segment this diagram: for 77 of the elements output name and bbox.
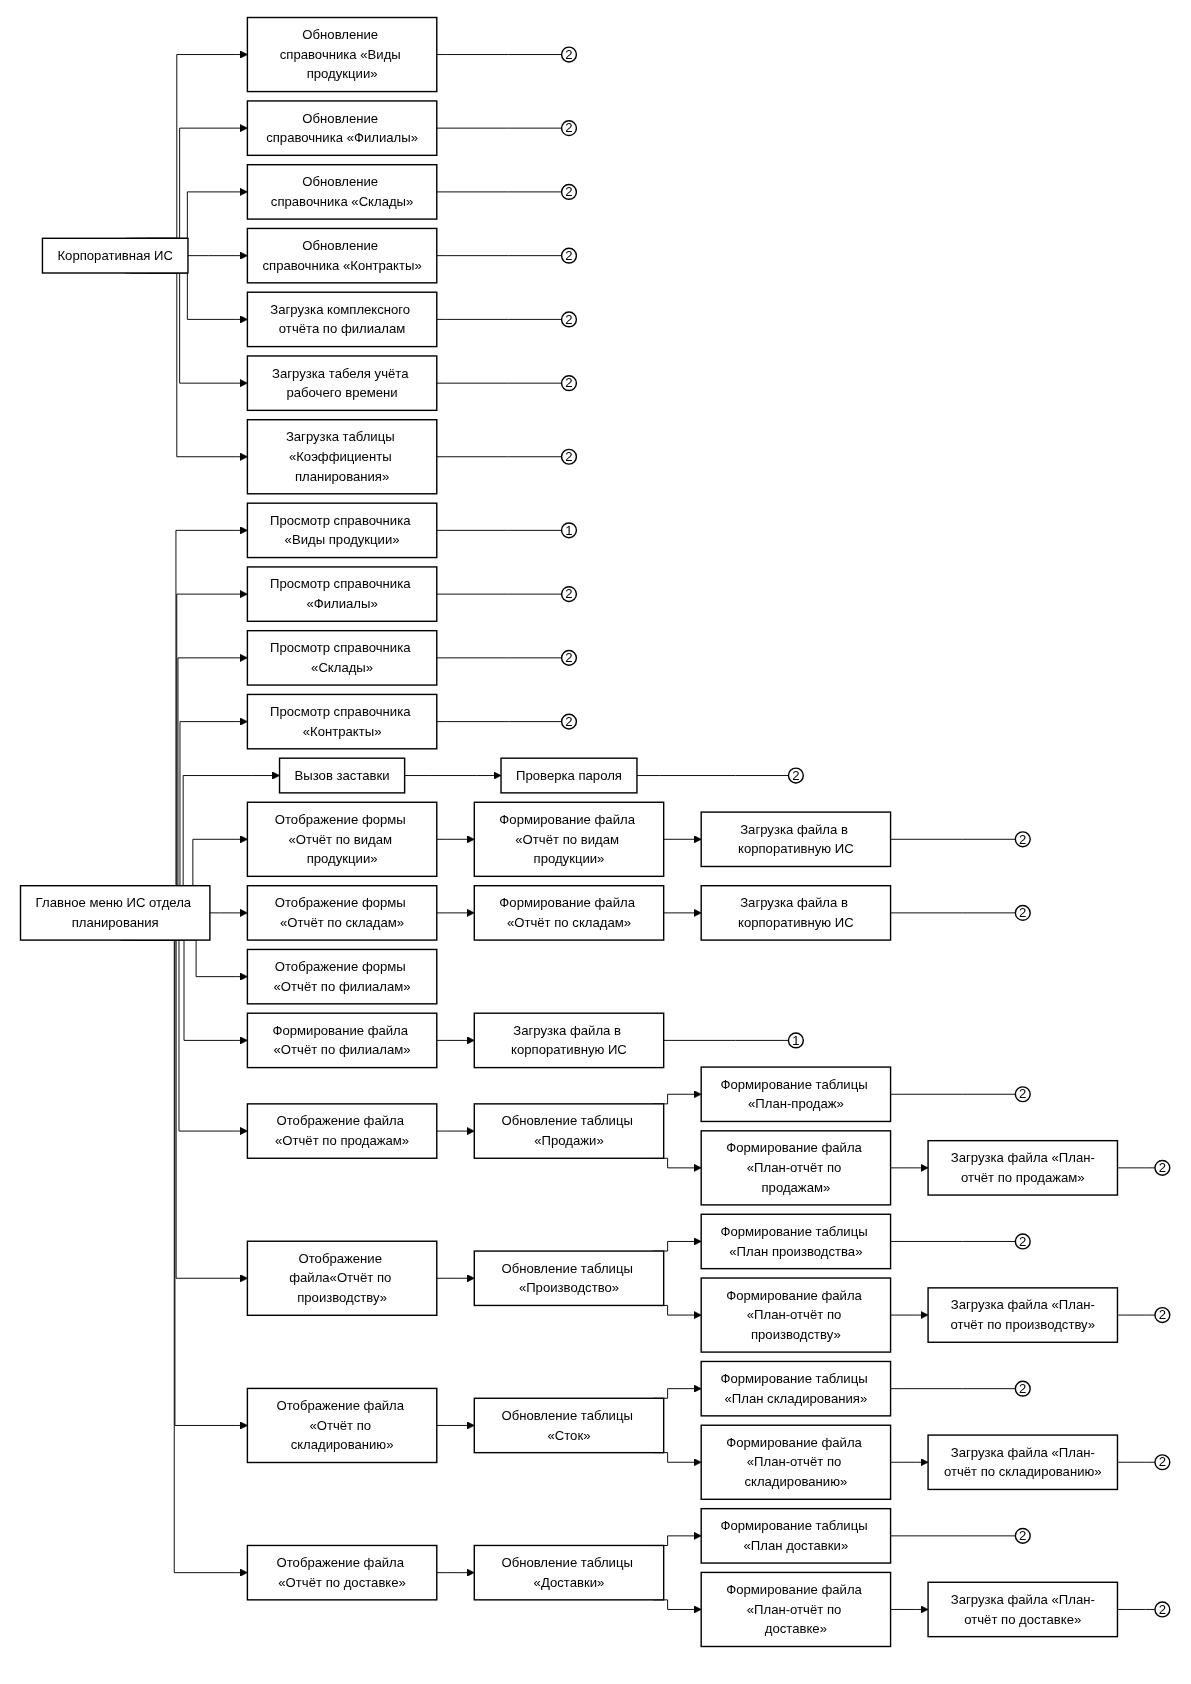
node-box: Формирование таблицы «План складирования»: [700, 1360, 892, 1417]
node-box: Формирование файла «Отчёт по филиалам»: [247, 1012, 438, 1069]
node-box: Формирование таблицы «План-продаж»: [700, 1066, 892, 1123]
node-box: Загрузка файла «План-отчёт по продажам»: [927, 1139, 1119, 1196]
node-box: Загрузка файла в корпоративную ИС: [473, 1012, 665, 1069]
connector: [1117, 1609, 1156, 1610]
connector: [1117, 1167, 1156, 1169]
node-circle: 2: [561, 120, 578, 137]
node-circle: 2: [561, 247, 578, 264]
node-box: Формирование файла «План-отчёт по доставке»: [700, 1571, 892, 1648]
node-box: Отображение формы «Отчёт по филиалам»: [247, 948, 438, 1005]
node-circle: 2: [561, 183, 578, 200]
node-box: Загрузка таблицы «Коэффициенты планирования»: [247, 419, 438, 495]
node-box: Проверка пароля: [500, 757, 638, 794]
connector: [890, 1535, 1017, 1537]
node-circle: 1: [561, 522, 578, 539]
node-circle: 2: [1015, 904, 1032, 921]
node-circle: 2: [1015, 1233, 1032, 1250]
node-circle: 2: [788, 767, 805, 784]
node-box: Формирование файла «Отчёт по видам продукции»: [473, 801, 665, 878]
node-box: Обновление справочника «Филиалы»: [247, 100, 438, 157]
node-box: Формирование таблицы «План доставки»: [700, 1507, 892, 1564]
node-box: Отображение формы «Отчёт по складам»: [247, 885, 438, 941]
node-circle: 2: [561, 586, 578, 603]
node-box: Формирование файла «План-отчёт по производству»: [700, 1277, 892, 1353]
node-box: Отображение файла «Отчёт по продажам»: [247, 1103, 438, 1159]
node-circle: 2: [561, 448, 578, 465]
node-box: Загрузка комплексного отчёта по филиалам: [247, 291, 438, 348]
node-circle: 2: [561, 46, 578, 63]
node-box: Обновление справочника «Склады»: [247, 164, 438, 220]
node-box: Загрузка файла «План-отчёт по производству»: [927, 1287, 1119, 1343]
node-box: Отображение формы «Отчёт по видам продукции»: [247, 801, 438, 878]
node-box: Главное меню ИС отдела планирования: [20, 885, 211, 941]
node-box: Загрузка файла «План-отчёт по доставке»: [927, 1581, 1119, 1638]
node-circle: 2: [1154, 1454, 1171, 1471]
node-box: Обновление справочника «Виды продукции»: [247, 16, 438, 93]
node-box: Формирование таблицы «План производства»: [700, 1213, 892, 1270]
node-box: Обновление таблицы «Доставки»: [473, 1544, 665, 1601]
node-box: Просмотр справочника «Склады»: [247, 629, 438, 686]
node-box: Формирование файла «План-отчёт по продажам»: [700, 1130, 892, 1206]
node-box: Загрузка табеля учёта рабочего времени: [247, 355, 438, 412]
node-box: Обновление таблицы «Сток»: [473, 1397, 665, 1454]
node-circle: 2: [1154, 1159, 1171, 1176]
connector: [890, 912, 1017, 914]
node-box: Обновление таблицы «Продажи»: [473, 1103, 665, 1159]
node-box: Обновление справочника «Контракты»: [247, 227, 438, 284]
node-circle: 2: [1015, 831, 1032, 848]
connector: [1117, 1461, 1156, 1463]
node-box: Отображение файла«Отчёт по производству»: [247, 1240, 438, 1316]
node-circle: 2: [1154, 1601, 1171, 1618]
node-box: Просмотр справочника «Филиалы»: [247, 566, 438, 622]
node-box: Вызов заставки: [279, 757, 406, 794]
node-circle: 1: [788, 1032, 805, 1049]
node-box: Отображение файла «Отчёт по доставке»: [247, 1544, 438, 1601]
node-circle: 2: [561, 713, 578, 730]
node-box: Формирование файла «План-отчёт по складированию»: [700, 1424, 892, 1500]
node-circle: 2: [1154, 1306, 1171, 1324]
connector: [1117, 1314, 1156, 1316]
connector: [890, 1241, 1017, 1242]
node-circle: 2: [1015, 1086, 1032, 1103]
connector: [890, 838, 1017, 840]
node-box: Обновление таблицы «Производство»: [473, 1250, 665, 1307]
node-circle: 2: [561, 649, 578, 666]
node-box: Отображение файла «Отчёт по складированию»: [247, 1387, 438, 1464]
node-box: Просмотр справочника «Контракты»: [247, 693, 438, 750]
node-box: Загрузка файла в корпоративную ИС: [700, 885, 892, 941]
node-box: Корпоративная ИС: [42, 237, 189, 274]
node-box: Загрузка файла в корпоративную ИС: [700, 811, 892, 868]
connector: [890, 1093, 1017, 1095]
node-box: Загрузка файла «План-отчёт по складированию»: [927, 1434, 1119, 1491]
node-box: Формирование файла «Отчёт по складам»: [473, 885, 665, 941]
connector: [890, 1388, 1017, 1390]
node-circle: 2: [561, 311, 578, 328]
node-circle: 2: [1015, 1527, 1032, 1544]
node-circle: 2: [1015, 1380, 1032, 1397]
node-circle: 2: [561, 375, 578, 392]
node-box: Просмотр справочника «Виды продукции»: [247, 502, 438, 559]
